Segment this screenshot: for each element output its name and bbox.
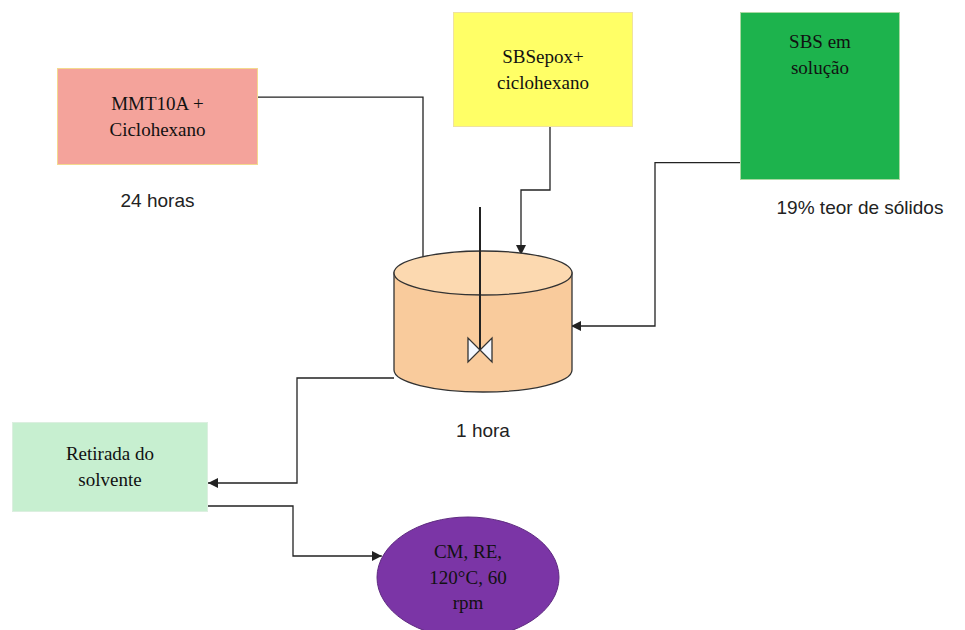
node-caption: 1 hora — [456, 420, 510, 442]
mixing-tank: 1 hora — [393, 250, 573, 395]
flow-arrow — [258, 97, 423, 276]
node-caption: 24 horas — [121, 190, 195, 212]
flow-arrow — [208, 378, 394, 483]
flow-arrow — [208, 506, 382, 556]
node-text: SBS em solução — [764, 29, 876, 80]
node-text: MMT10A + Ciclohexano — [88, 91, 228, 142]
node-text: SBSepox+ ciclohexano — [473, 44, 613, 95]
node-caption: 19% teor de sólidos — [777, 197, 944, 219]
node-text: Retirada do solvente — [40, 441, 180, 492]
node-text: CM, RE, 120°C, 60 rpm — [418, 539, 518, 616]
product-ellipse: CM, RE, 120°C, 60 rpm — [376, 516, 560, 630]
process-box: MMT10A + Ciclohexano24 horas — [57, 68, 258, 165]
flow-arrow — [571, 163, 740, 326]
process-box: SBSepox+ ciclohexano — [453, 12, 633, 127]
flow-arrow — [521, 127, 550, 255]
stirrer-blade — [468, 338, 492, 362]
tank-outline — [393, 250, 573, 395]
process-box: Retirada do solvente — [12, 422, 208, 512]
stirrer-shaft — [479, 207, 481, 350]
process-box: SBS em solução19% teor de sólidos — [740, 12, 900, 180]
